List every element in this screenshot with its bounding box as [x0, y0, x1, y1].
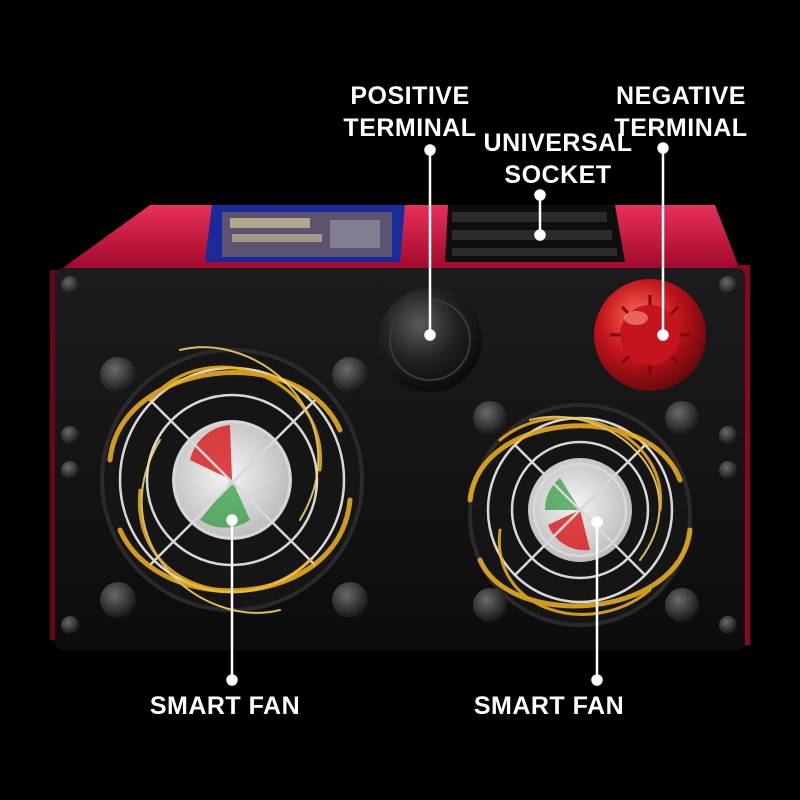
smart-fan-left-label: SMART FAN — [149, 692, 301, 720]
callout-smart-fan-right — [591, 516, 603, 686]
callout-smart-fan-left — [226, 514, 238, 686]
positive-terminal-label: POSITIVE TERMINAL — [325, 80, 495, 144]
smart-fan-left — [100, 346, 368, 618]
smart-fan-right — [467, 401, 699, 627]
negative-terminal-label: NEGATIVE TERMINAL — [596, 80, 766, 144]
label-line: UNIVERSAL — [483, 129, 633, 157]
callout-negative-terminal — [657, 142, 669, 341]
fan-mount-screws — [473, 401, 699, 622]
callout-positive-terminal — [424, 144, 436, 341]
fan-glow-swirls — [467, 415, 693, 616]
callout-lines — [226, 142, 669, 686]
panel-screws — [61, 276, 737, 634]
lcd-display — [205, 205, 405, 262]
label-line: TERMINAL — [614, 114, 748, 142]
label-line: POSITIVE — [350, 82, 470, 110]
universal-socket-label: UNIVERSAL SOCKET — [478, 127, 638, 191]
fan-glow-swirls — [107, 346, 353, 614]
callout-universal-socket — [534, 189, 546, 241]
negative-terminal-knob — [594, 279, 706, 391]
label-line: NEGATIVE — [616, 82, 746, 110]
label-line: TERMINAL — [343, 114, 477, 142]
smart-fan-right-label: SMART FAN — [473, 692, 625, 720]
fan-mount-screws — [100, 357, 368, 618]
label-line: SOCKET — [504, 161, 612, 189]
